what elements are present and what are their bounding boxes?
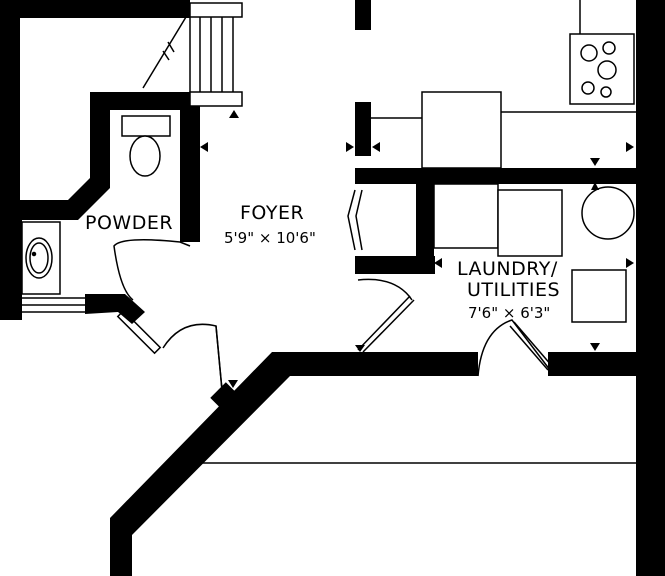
wall-bottom-angle [110, 352, 478, 576]
wall-left-exterior [0, 200, 22, 320]
wall-laundry-inner [416, 168, 434, 274]
wall-jamb [210, 382, 236, 408]
wall-bottom-right [548, 352, 638, 376]
window-left [22, 297, 85, 313]
wall-top [0, 0, 190, 18]
door-laundry-right [477, 319, 553, 377]
wall-center-top [355, 0, 371, 30]
door-entry [116, 309, 223, 391]
door-laundry-left [357, 278, 415, 353]
door-foyer-closet [347, 189, 363, 251]
wall-center-mid [355, 102, 371, 156]
stove-icon [569, 33, 635, 105]
wall-laundry-top [355, 168, 637, 184]
dimension-markers [200, 142, 634, 388]
stair-arrow-icon [229, 110, 239, 118]
wall-laundry-left [355, 256, 435, 274]
wall-top-left [0, 0, 20, 205]
door-powder [113, 239, 191, 301]
room-label-utilities: UTILITIES [467, 279, 560, 301]
wall-powder-top [90, 92, 200, 110]
room-dims-laundry: 7'6" × 6'3" [468, 304, 550, 322]
room-dims-foyer: 5'9" × 10'6" [224, 229, 316, 247]
wall-powder-angle [0, 92, 110, 220]
water-heater-icon [581, 186, 635, 240]
wall-powder-right [180, 92, 200, 242]
room-label-foyer: FOYER [240, 202, 304, 224]
wall-powder-bottom [85, 294, 145, 324]
laundry-cabinets [433, 183, 563, 257]
sink-icon [21, 221, 61, 295]
room-label-laundry: LAUNDRY/ [457, 258, 558, 280]
stair-icon [142, 2, 243, 107]
room-label-powder: POWDER [85, 212, 173, 234]
washer-icon [571, 269, 627, 323]
kitchen-counter [371, 0, 636, 169]
toilet-icon [121, 115, 171, 177]
wall-right-exterior [636, 0, 665, 576]
